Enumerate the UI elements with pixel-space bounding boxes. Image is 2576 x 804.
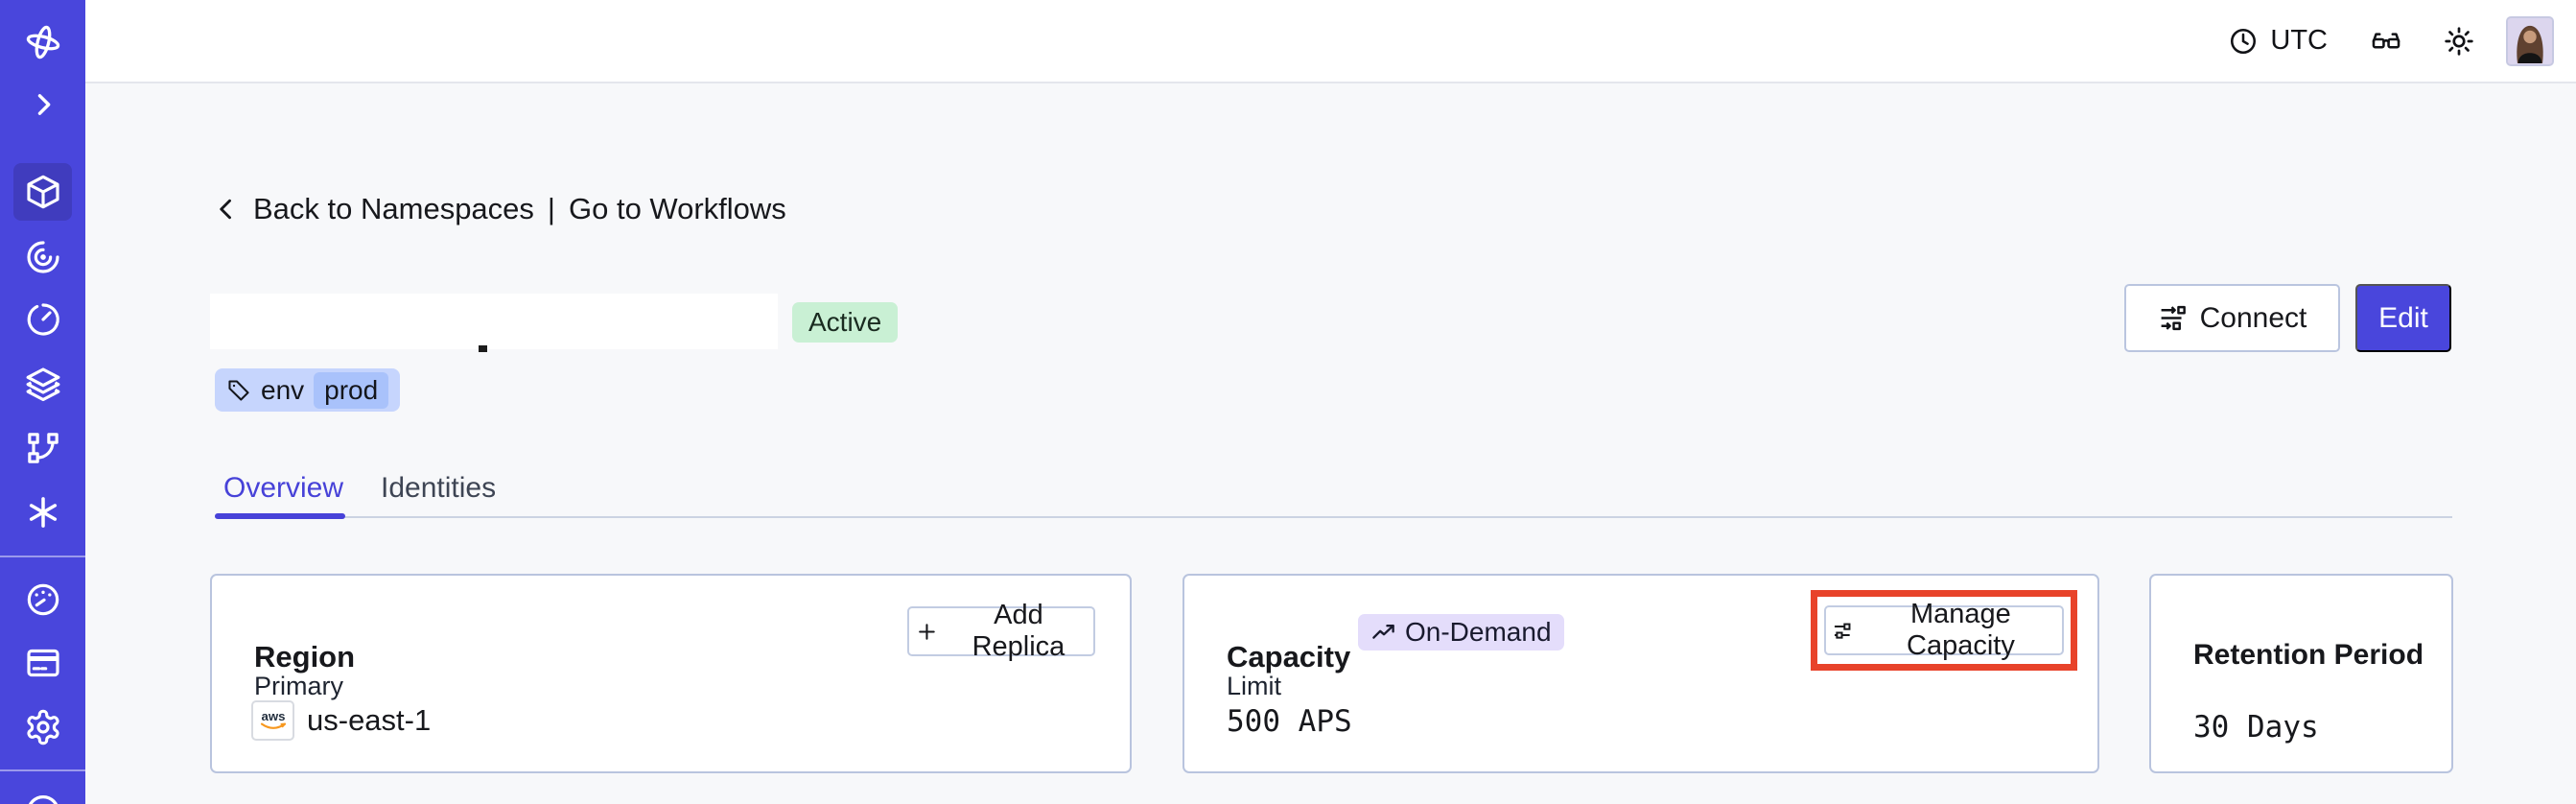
cube-icon [26,175,59,208]
breadcrumb-separator: | [547,192,555,225]
trending-up-icon [1372,624,1394,639]
sidebar-expand-button[interactable] [21,83,64,126]
gear-icon [26,709,59,745]
capacity-card: Capacity On-Demand Manage Capacity Limit… [1183,574,2099,773]
sidebar-item-support[interactable] [21,790,64,804]
region-card-title: Region [254,640,356,674]
namespace-title-redaction-overlay [210,294,778,349]
svg-text:aws: aws [261,709,285,723]
sidebar-item-batch[interactable] [21,362,64,405]
tabs-divider-line [215,516,2452,518]
countdown-timer-icon [27,302,59,336]
topbar: UTC [85,0,2576,83]
sliders-icon [1834,623,1851,639]
back-link-label: Back to Namespaces [253,192,534,225]
temporal-logo-icon[interactable] [21,20,64,63]
status-badge: Active [792,302,899,343]
sun-icon[interactable] [2443,25,2475,58]
redaction-artifact [479,345,487,352]
manage-capacity-button[interactable]: Manage Capacity [1824,599,2064,661]
primary-label: Primary [254,672,343,700]
capacity-card-title: Capacity [1227,640,1351,674]
tag-icon [228,379,249,401]
billing-card-icon [26,649,59,676]
connect-button[interactable]: Connect [2124,284,2340,352]
aws-logo: aws [260,709,286,729]
on-demand-badge: On-Demand [1358,614,1564,650]
aws-provider-icon: aws [251,700,294,741]
asterisk-icon [29,496,57,528]
sidebar-item-deployments[interactable] [21,426,64,469]
edit-button-label: Edit [2378,301,2428,334]
region-value-row: aws us-east-1 [251,700,431,741]
region-value: us-east-1 [307,703,432,737]
connect-flow-icon [2161,305,2186,331]
gauge-icon [27,583,59,615]
tab-identities[interactable]: Identities [381,472,497,504]
sidebar-item-workflows[interactable] [21,235,64,278]
chevron-right-icon [37,93,50,115]
sidebar-item-namespaces[interactable] [21,170,64,213]
glasses-icon[interactable] [2370,25,2402,58]
retention-card: Retention Period 30 Days [2149,574,2453,773]
tag-key: env [261,374,305,405]
breadcrumb: Back to Namespaces | Go to Workflows [213,192,786,226]
go-to-workflows-link[interactable]: Go to Workflows [568,192,786,225]
active-tab-underline [215,513,345,519]
namespace-tag-chip: env prod [215,368,401,412]
layers-icon [26,367,59,401]
branch-icon [27,432,59,463]
clock-icon [2231,28,2257,54]
retention-card-title: Retention Period [2193,639,2424,671]
back-to-namespaces-link[interactable]: Back to Namespaces [213,192,534,226]
sidebar-item-nexus[interactable] [21,490,64,533]
tab-overview[interactable]: Overview [223,472,344,504]
circle-partial-icon [28,794,58,804]
sidebar-item-settings[interactable] [21,705,64,748]
capacity-value: 500 APS [1227,704,1352,739]
sidebar-item-schedules[interactable] [21,297,64,341]
region-card: Region Add Replica Primary aws us-east-1 [210,574,1132,773]
add-replica-label: Add Replica [972,600,1066,662]
timezone-label: UTC [2270,25,2328,56]
user-avatar[interactable] [2506,15,2554,66]
add-replica-button[interactable]: Add Replica [907,600,1095,662]
edit-button[interactable]: Edit [2355,284,2451,352]
chevron-left-icon [220,199,231,220]
connect-button-label: Connect [2199,301,2307,334]
on-demand-label: On-Demand [1405,617,1552,647]
retention-value: 30 Days [2193,710,2319,745]
sidebar [0,0,85,804]
sidebar-item-billing[interactable] [21,641,64,684]
spiral-icon [26,240,59,273]
tag-value: prod [314,371,389,409]
manage-capacity-label: Manage Capacity [1907,599,2015,661]
sidebar-divider [0,769,85,771]
limit-label: Limit [1227,672,1282,700]
sidebar-item-usage[interactable] [21,578,64,621]
plus-icon [919,623,935,640]
avatar-image [2508,18,2552,63]
annotation-highlight-box: Manage Capacity [1811,590,2077,671]
timezone-selector[interactable]: UTC [2228,25,2328,57]
sidebar-divider [0,556,85,557]
